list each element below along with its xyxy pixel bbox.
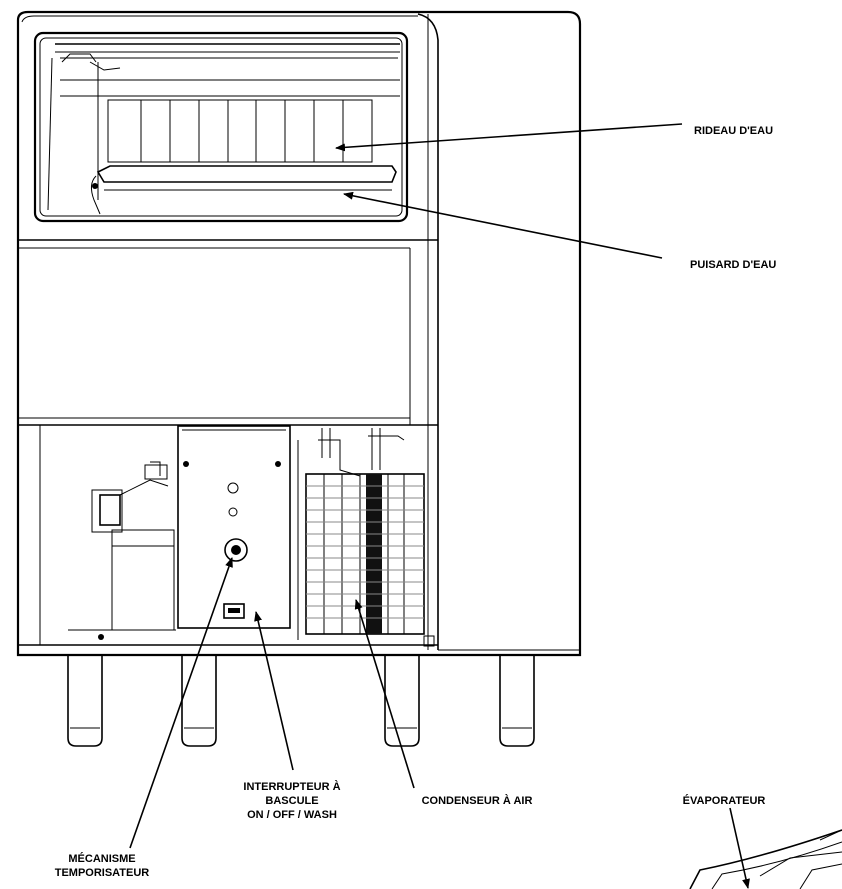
condenser-piping [297, 428, 405, 640]
arrow-evaporateur [729, 807, 750, 889]
arrow-interrupteur [254, 611, 294, 771]
arrow-mecanisme [129, 557, 233, 849]
label-puisard-d-eau: PUISARD D'EAU [690, 259, 776, 271]
label-mecanisme-line2: TEMPORISATEUR [55, 867, 150, 879]
water-sump [90, 165, 397, 215]
label-interrupteur-line1: INTERRUPTEUR À [243, 780, 340, 793]
air-condenser [305, 473, 435, 647]
callout-arrows [129, 123, 750, 889]
evaporator-part [689, 829, 842, 889]
machine-cabinet [16, 10, 582, 657]
rocker-switch [223, 603, 245, 619]
compressor [68, 461, 176, 640]
label-condenseur-a-air: CONDENSEUR À AIR [422, 794, 533, 807]
water-curtain [107, 99, 373, 163]
timer-dial [224, 538, 248, 562]
label-rideau-d-eau: RIDEAU D'EAU [694, 125, 773, 137]
label-interrupteur-line3: ON / OFF / WASH [247, 809, 337, 821]
label-interrupteur-line2: BASCULE [265, 795, 318, 807]
label-interrupteur: INTERRUPTEUR À BASCULE ON / OFF / WASH [243, 780, 340, 821]
label-mecanisme: MÉCANISME TEMPORISATEUR [55, 852, 150, 879]
control-box [177, 425, 291, 629]
arrow-condenseur [354, 599, 415, 789]
arrow-rideau [335, 123, 683, 152]
label-mecanisme-line1: MÉCANISME [68, 852, 135, 865]
label-evaporateur: ÉVAPORATEUR [683, 794, 766, 807]
arrow-puisard [343, 191, 663, 259]
evaporator-window [33, 31, 409, 223]
machine-legs [67, 655, 535, 747]
